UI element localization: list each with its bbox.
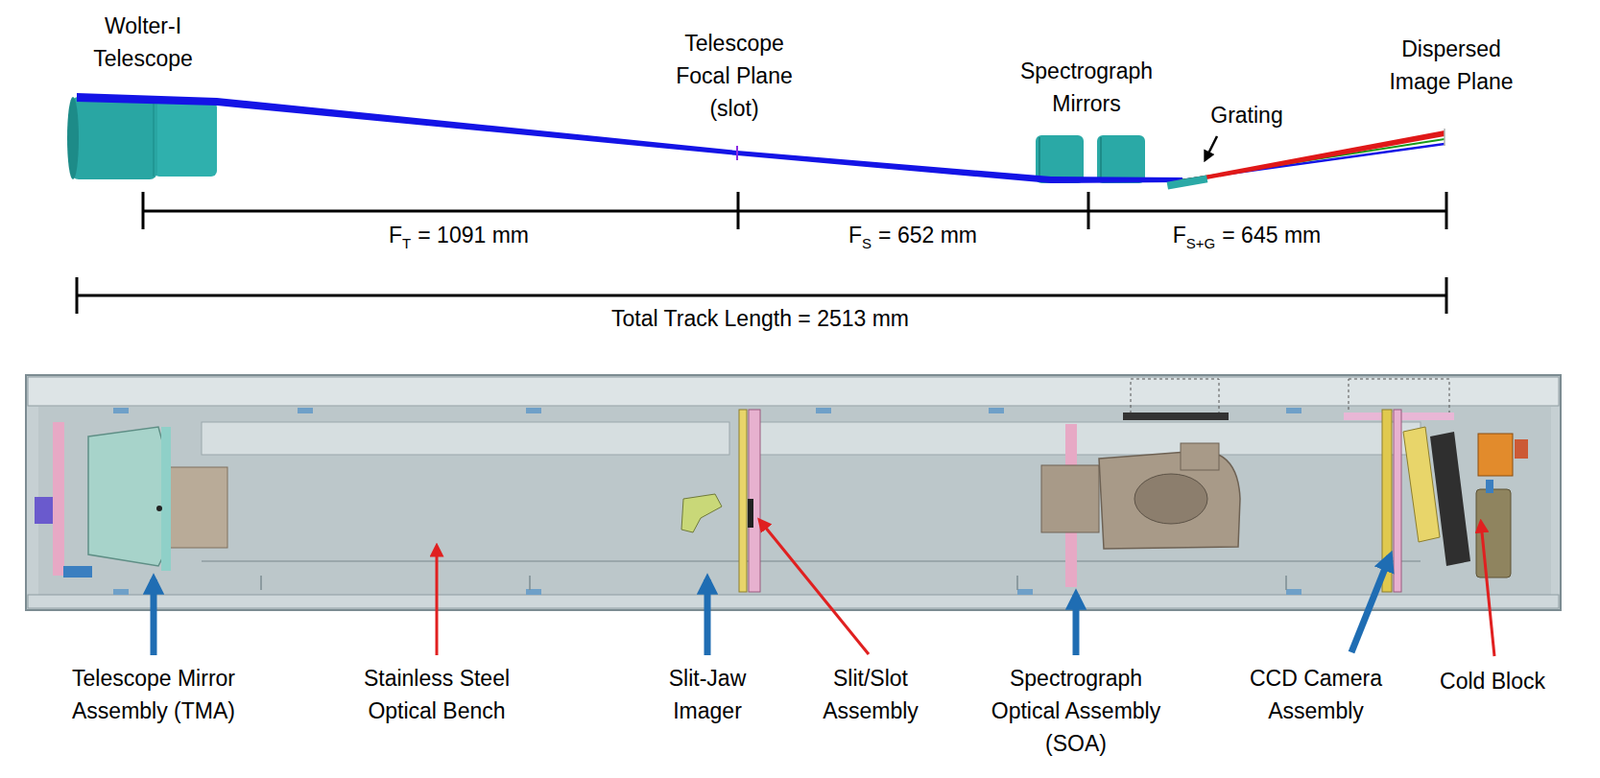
callout-label: Slit/Slot Assembly — [817, 662, 924, 728]
part-label: Grating — [1210, 98, 1283, 132]
dimension-value: = 645 mm — [1221, 218, 1321, 252]
callout-label: Cold Block — [1439, 665, 1546, 698]
ray-bundle — [737, 150, 1183, 184]
callout-arrow — [150, 579, 158, 656]
telescope-shell — [71, 96, 158, 180]
dispersed-ray — [1172, 130, 1445, 185]
callout-label: Stainless Steel Optical Bench — [355, 662, 519, 728]
callout-label: Slit-Jaw Imager — [659, 662, 756, 728]
dimension-lines — [76, 191, 1447, 314]
part-label: Telescope Focal Plane (slot) — [671, 26, 797, 125]
part-label: Wolter-I Telescope — [75, 9, 211, 75]
part-label: Dispersed Image Plane — [1384, 32, 1519, 98]
callout-label: Telescope Mirror Assembly (TMA) — [57, 662, 250, 728]
dimension-label: FT= 1091 mm — [388, 218, 529, 255]
part-label: Spectrograph Mirrors — [1014, 54, 1159, 120]
callout-arrow — [1351, 556, 1390, 653]
grating — [1167, 174, 1209, 190]
dimension-subscript: T — [402, 227, 411, 261]
spectrograph-mirror — [1097, 135, 1146, 184]
callout-arrow — [1480, 523, 1495, 657]
ray-bundle — [76, 93, 738, 156]
dimension-value: = 652 mm — [878, 218, 978, 252]
callout-arrow — [704, 579, 712, 656]
dimension-symbol: F — [848, 218, 862, 252]
telescope-face — [67, 96, 79, 180]
callout-arrow — [1073, 595, 1080, 656]
telescope-shell — [153, 101, 217, 177]
dimension-subscript: S — [861, 227, 872, 261]
callout-label: CCD Camera Assembly — [1248, 662, 1384, 728]
dimension-label: FS+G= 645 mm — [1172, 218, 1321, 255]
focal-plane-slot — [736, 145, 739, 161]
dimension-label: FS= 652 mm — [848, 218, 978, 255]
callout-arrow — [435, 547, 439, 656]
callout-arrow — [760, 521, 869, 655]
pointer-arrow — [1205, 136, 1218, 160]
dimension-symbol: F — [388, 218, 403, 252]
dimension-symbol: F — [1172, 218, 1187, 252]
dimension-subscript: S+G — [1186, 227, 1216, 261]
callout-label: Spectrograph Optical Assembly (SOA) — [987, 662, 1166, 761]
mechanical-section — [25, 375, 1561, 611]
dimension-label: Total Track Length = 2513 mm — [611, 302, 909, 335]
dimension-value: = 1091 mm — [417, 218, 529, 252]
